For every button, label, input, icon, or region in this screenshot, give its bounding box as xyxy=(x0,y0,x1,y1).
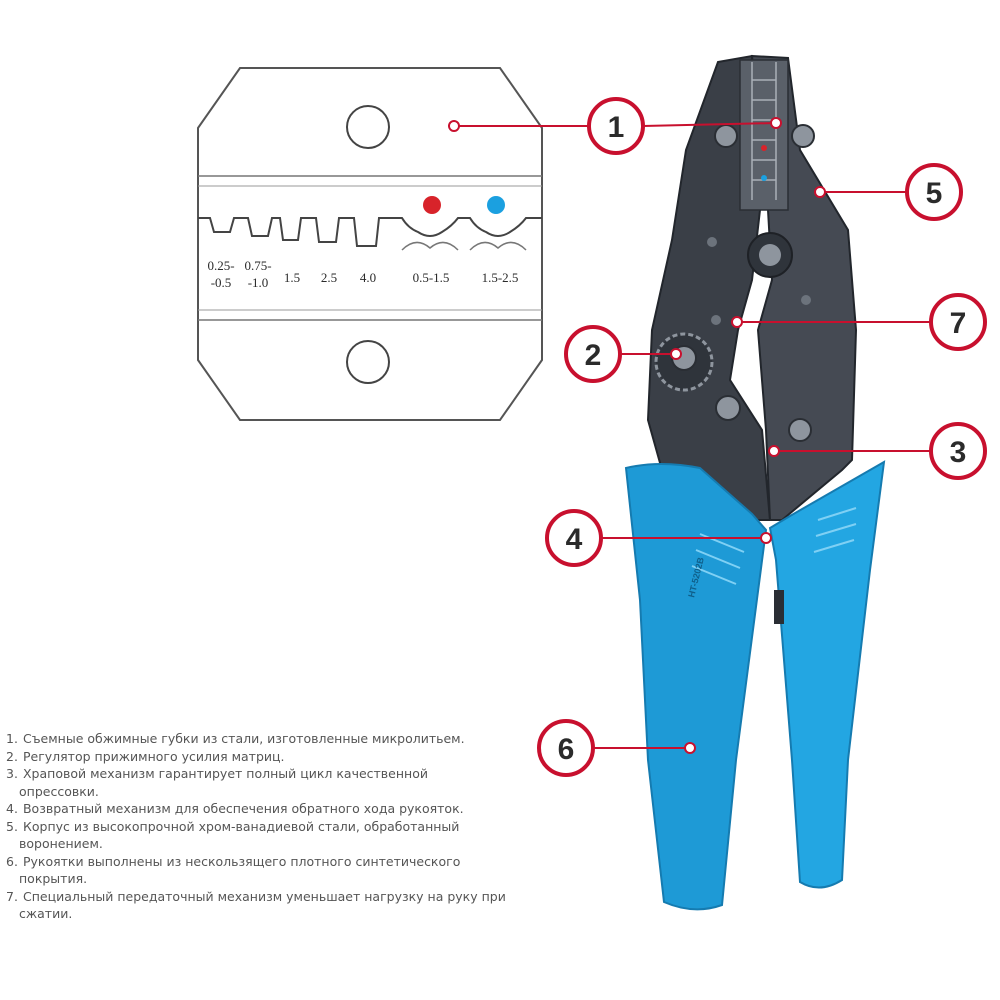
legend-item: 5. Корпус из высокопрочной хром-ванадиев… xyxy=(6,818,506,853)
callout-3: 3 xyxy=(768,422,987,480)
legend-item-number: 2. xyxy=(6,748,18,764)
tool-left-handle xyxy=(624,463,768,911)
callout-badge xyxy=(545,509,603,567)
crimping-tool: HT-5202B xyxy=(624,54,886,911)
tool-jaw-teeth xyxy=(751,62,777,200)
die-crimp-profile xyxy=(198,217,542,247)
legend-item-number: 3. xyxy=(6,766,18,781)
legend-item-text: Съемные обжимные губки из стали, изготов… xyxy=(22,731,465,746)
legend-item-number: 7. xyxy=(6,888,18,904)
callout-anchor-dot xyxy=(731,316,743,328)
callout-badge xyxy=(537,719,595,777)
callout-anchor-dot xyxy=(760,532,772,544)
handle-grip-lines xyxy=(691,507,857,585)
die-label-top: 1.5-2.5 xyxy=(482,270,519,285)
die-label-bottom: -0.5 xyxy=(211,275,232,290)
main-pivot-nut xyxy=(759,244,781,266)
legend-item-text: Возвратный механизм для обеспечения обра… xyxy=(22,801,464,816)
callout-number: 6 xyxy=(558,733,575,766)
red-marker-dot xyxy=(423,196,441,214)
rivet xyxy=(801,295,811,305)
jaw-screw xyxy=(791,124,815,148)
callout-anchor-dot xyxy=(814,186,826,198)
callout-number: 2 xyxy=(585,339,602,372)
callout-anchor-dot xyxy=(684,742,696,754)
die-profile: 0.25- -0.5 0.75- -1.0 1.5 2.5 4.0 0.5-1.… xyxy=(197,67,543,421)
die-label-top: 2.5 xyxy=(321,270,337,285)
callout-badge xyxy=(905,163,963,221)
legend-item-text: Корпус из высокопрочной хром-ванадиевой … xyxy=(19,818,460,852)
legend-item: 2. Регулятор прижимного усилия матриц. xyxy=(6,748,506,766)
tool-right-handle xyxy=(768,460,886,889)
die-crimp-profile xyxy=(401,241,527,251)
lower-screw xyxy=(715,395,741,421)
legend-item: 6. Рукоятки выполнены из нескользящего п… xyxy=(6,853,506,888)
callout-anchor-dot xyxy=(770,117,782,129)
die-mount-hole-top xyxy=(346,105,390,149)
callout-1: 1 xyxy=(448,97,782,155)
legend-item-text: Специальный передаточный механизм уменьш… xyxy=(19,888,506,922)
callout-number: 7 xyxy=(950,307,967,340)
legend-item-number: 5. xyxy=(6,818,18,834)
callout-badge xyxy=(564,325,622,383)
callout-badge xyxy=(929,293,987,351)
legend-item: 3. Храповой механизм гарантирует полный … xyxy=(6,765,506,800)
rivet xyxy=(711,315,721,325)
die-label-top: 1.5 xyxy=(284,270,300,285)
callout-badge xyxy=(587,97,645,155)
legend-item-number: 4. xyxy=(6,801,18,816)
legend-item: 1. Съемные обжимные губки из стали, изго… xyxy=(6,730,506,748)
callout-number: 3 xyxy=(950,436,967,469)
callout-4: 4 xyxy=(545,509,772,567)
legend-item: 7. Специальный передаточный механизм уме… xyxy=(6,888,506,923)
callout-leader xyxy=(642,122,777,127)
legend-item-text: Храповой механизм гарантирует полный цик… xyxy=(19,766,428,799)
die-label-top: 4.0 xyxy=(360,270,376,285)
die-size-labels: 0.25- -0.5 0.75- -1.0 1.5 2.5 4.0 0.5-1.… xyxy=(207,258,518,290)
die-label-bottom: -1.0 xyxy=(248,275,269,290)
legend-item-text: Рукоятки выполнены из нескользящего плот… xyxy=(19,853,461,887)
callout-anchor-dot xyxy=(768,445,780,457)
legend-item-number: 1. xyxy=(6,731,18,746)
callout-number: 1 xyxy=(608,111,625,144)
jaw-blue-dot xyxy=(761,175,767,181)
die-label-top: 0.5-1.5 xyxy=(413,270,450,285)
spring-clip xyxy=(774,590,784,624)
callout-7: 7 xyxy=(731,293,987,351)
die-label-top: 0.25- xyxy=(207,258,234,273)
tool-jaw-die xyxy=(739,59,789,211)
die-plate-outline xyxy=(197,67,543,421)
lower-screw xyxy=(788,418,812,442)
legend-item-text: Регулятор прижимного усилия матриц. xyxy=(22,748,285,764)
rivet xyxy=(707,237,717,247)
legend-item: 4. Возвратный механизм для обеспечения о… xyxy=(6,800,506,818)
callout-number: 5 xyxy=(926,177,943,210)
blue-marker-dot xyxy=(487,196,505,214)
legend-list: 1. Съемные обжимные губки из стали, изго… xyxy=(6,730,506,923)
callout-anchor-dot xyxy=(448,120,460,132)
callout-anchor-dot xyxy=(670,348,682,360)
callout-5: 5 xyxy=(814,163,963,221)
legend-item-number: 6. xyxy=(6,853,18,869)
jaw-screw xyxy=(714,124,738,148)
die-label-top: 0.75- xyxy=(244,258,271,273)
callout-6: 6 xyxy=(537,719,696,777)
callout-badge xyxy=(929,422,987,480)
callout-number: 4 xyxy=(566,523,583,556)
die-mount-hole-bottom xyxy=(346,340,390,384)
callout-2: 2 xyxy=(564,325,682,383)
jaw-red-dot xyxy=(761,145,767,151)
